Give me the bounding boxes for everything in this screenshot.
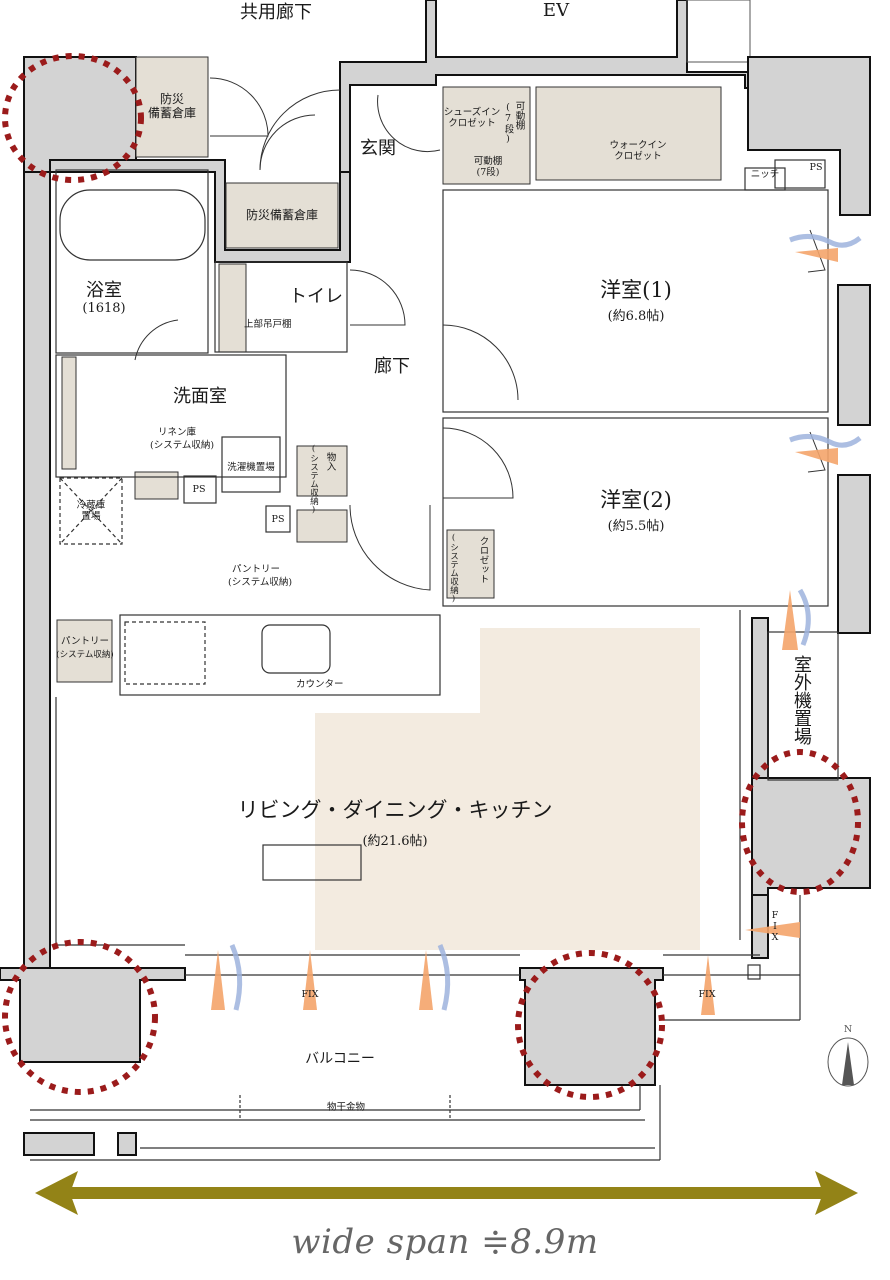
airflow-orange	[211, 248, 838, 1015]
label-washroom: 洗面室	[173, 386, 227, 407]
label-bathroom: 浴室	[86, 280, 122, 301]
label-line: 可動棚	[473, 156, 503, 167]
airflow-blue	[229, 234, 862, 1011]
label-line: クロゼット	[614, 151, 662, 163]
label-balcony: バルコニー	[305, 1051, 375, 1067]
label-hallway: 廊下	[374, 356, 410, 377]
label-line: 置場	[81, 511, 101, 523]
label-disaster-storage-2: 防災備蓄倉庫	[245, 208, 319, 222]
label-elevator: EV	[542, 0, 570, 21]
north-compass-icon	[827, 1037, 869, 1087]
label-pantry-1: パントリー	[232, 564, 280, 575]
label-movable-shelf-vertical: 可動棚	[513, 101, 525, 130]
label-movable-shelf: 可動棚 (7段)	[474, 156, 503, 179]
label-line: クロゼット	[448, 118, 496, 130]
door-swings	[134, 77, 826, 591]
label-line: 防災	[159, 92, 185, 106]
label-storage: 物入	[324, 452, 336, 471]
label-toilet: トイレ	[289, 286, 343, 307]
label-counter: カウンター	[296, 679, 344, 690]
label-line: ウォークイン	[609, 140, 667, 151]
label-upper-cabinet: 上部吊戸棚	[244, 319, 292, 330]
label-north: N	[843, 1024, 853, 1035]
label-ps-1: PS	[809, 162, 823, 173]
label-line: (7段)	[476, 167, 500, 179]
label-fix-1: FIX	[301, 989, 319, 1000]
label-pantry-2-system: (システム収納)	[56, 650, 114, 660]
label-western-room-2: 洋室(2)	[600, 488, 672, 512]
wide-span-label: wide span ≑8.9m	[291, 1222, 599, 1262]
label-pantry-2: パントリー	[61, 636, 109, 647]
label-line: 冷蔵庫	[76, 500, 106, 511]
label-disaster-storage-1: 防災 備蓄倉庫	[147, 92, 197, 121]
label-fix-2: FIX	[698, 989, 716, 1000]
label-line: 備蓄倉庫	[147, 105, 197, 120]
walls	[0, 0, 871, 1156]
label-ldk: リビング・ダイニング・キッチン	[237, 798, 553, 822]
label-storage-system: (システム収納)	[308, 444, 319, 515]
label-shoes-in-closet: シューズイン クロゼット	[444, 107, 501, 130]
label-ldk-size: (約21.6帖)	[362, 834, 428, 849]
label-western-room-2-size: (約5.5帖)	[607, 519, 665, 534]
label-closet: クロゼット	[477, 536, 489, 584]
label-western-room-1-size: (約6.8帖)	[607, 309, 665, 324]
label-movable-shelf-steps-vertical: (7段)	[502, 102, 514, 145]
label-western-room-1: 洋室(1)	[600, 278, 672, 302]
label-clothes-hanger: 物干金物	[326, 1102, 366, 1113]
label-ps-2: PS	[192, 484, 206, 495]
wide-span-arrow	[35, 1171, 858, 1215]
label-closet-system: (システム収納)	[448, 533, 459, 604]
interior-walls	[30, 159, 839, 1161]
label-niche: ニッチ	[750, 169, 780, 180]
label-linen-system-storage: (システム収納)	[150, 440, 215, 451]
ldk-highlight-area	[315, 628, 700, 950]
label-laundry-space: 洗濯機置場	[227, 462, 275, 473]
label-entrance: 玄関	[360, 138, 396, 159]
label-linen-storage: リネン庫	[158, 427, 197, 438]
label-pantry-1-system: (システム収納)	[228, 577, 293, 588]
label-fridge-space: 冷蔵庫 置場	[77, 500, 106, 523]
storage-fills	[56, 56, 722, 683]
label-fix-vertical: FIX	[769, 910, 781, 943]
label-bathroom-size: (1618)	[82, 301, 126, 316]
pillar-markers	[2, 53, 861, 1100]
label-line: シューズイン	[443, 107, 501, 118]
label-outdoor-unit-space: 室外機置場	[791, 655, 812, 745]
label-ps-3: PS	[271, 514, 285, 525]
label-walk-in-closet: ウォークイン クロゼット	[609, 140, 666, 163]
label-common-corridor: 共用廊下	[240, 2, 312, 23]
